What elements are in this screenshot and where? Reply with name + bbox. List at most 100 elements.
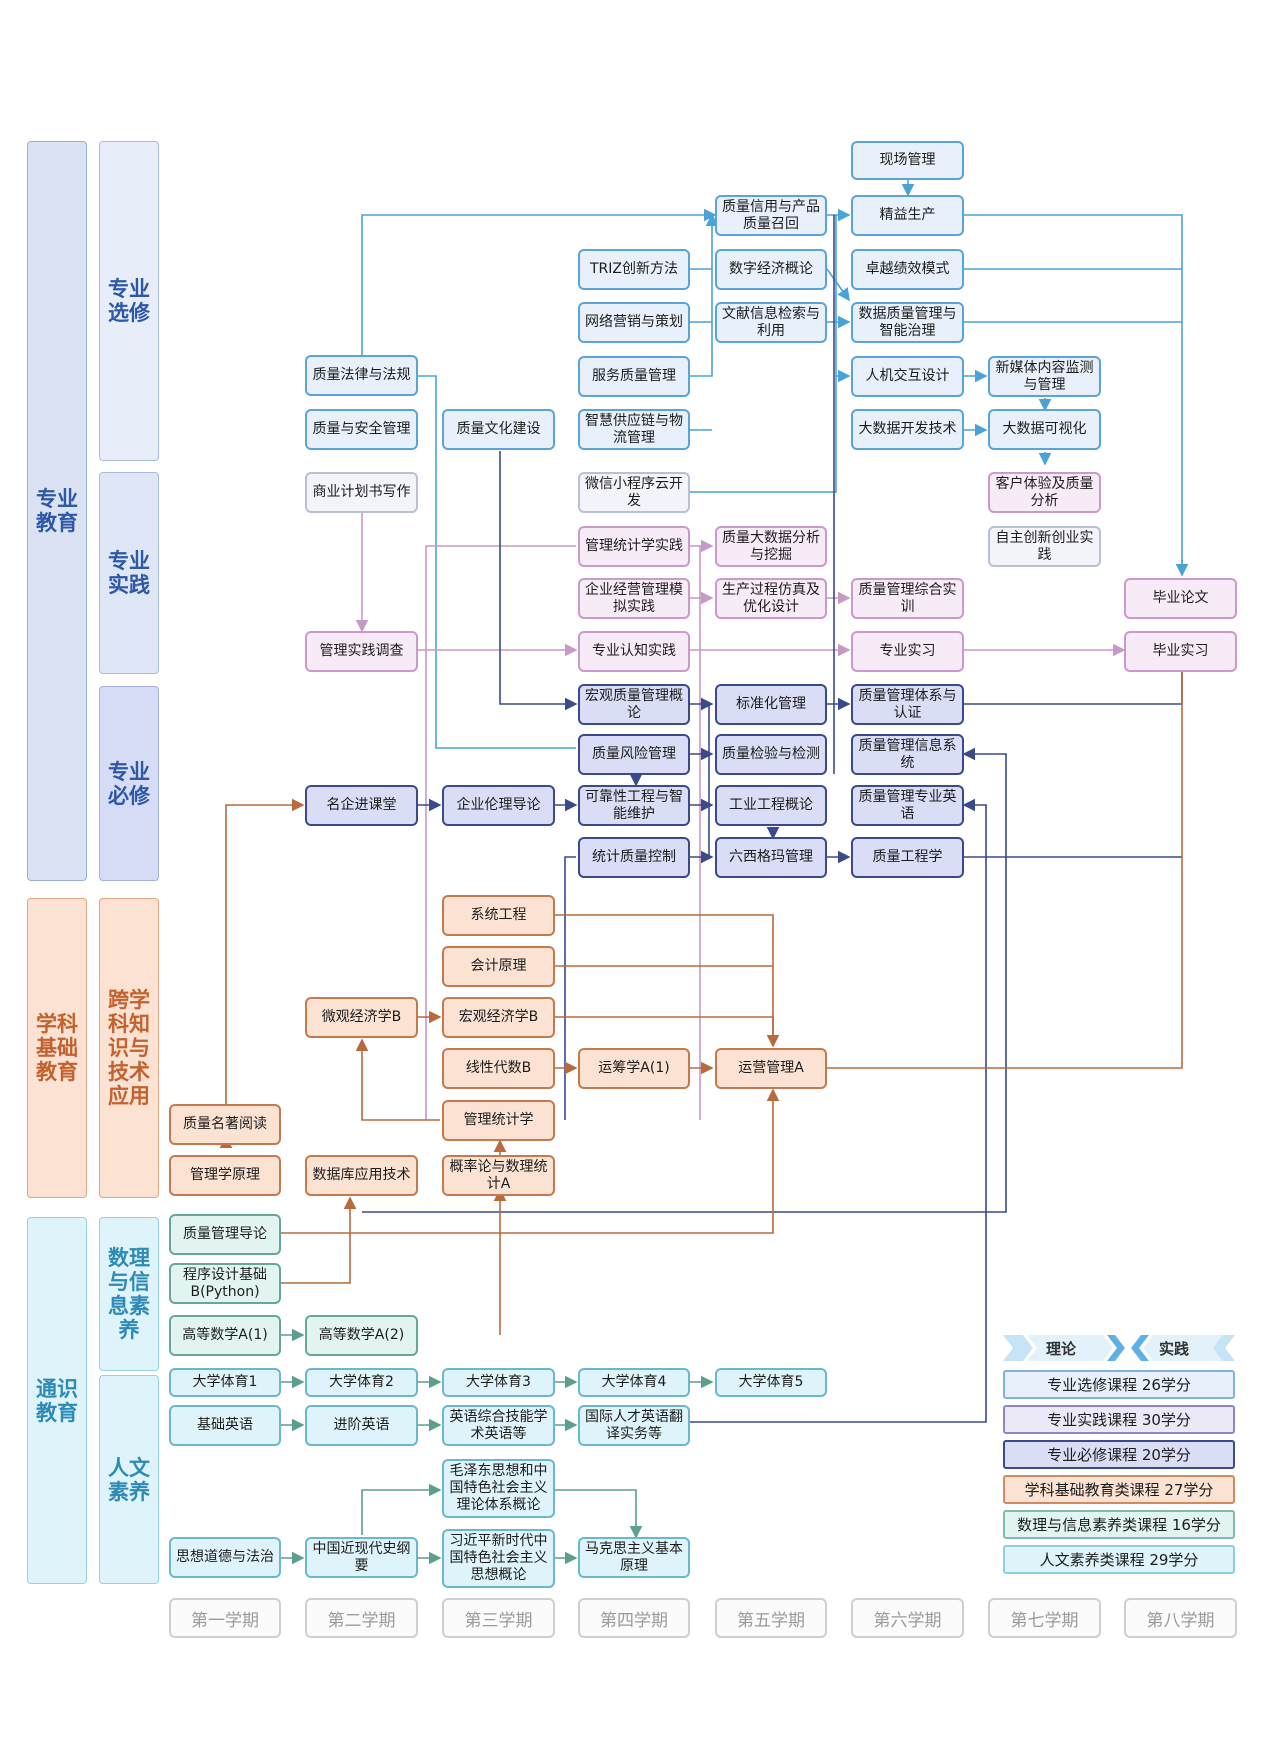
- course-jingying[interactable]: 企业经营管理模拟实践: [578, 578, 690, 619]
- course-makesi[interactable]: 马克思主义基本原理: [578, 1537, 690, 1578]
- course-lunwen[interactable]: 毕业论文: [1124, 578, 1237, 619]
- course-daolun[interactable]: 质量管理导论: [169, 1214, 281, 1255]
- course-chuangxin[interactable]: 自主创新创业实践: [988, 526, 1101, 567]
- course-wangluo[interactable]: 网络营销与策划: [578, 302, 690, 343]
- category-xuanxiu: 专业选修: [99, 141, 159, 461]
- semester-6: 第六学期: [851, 1598, 964, 1638]
- course-shujuku[interactable]: 数据库应用技术: [305, 1155, 418, 1196]
- semester-5: 第五学期: [715, 1598, 827, 1638]
- legend-humanities: 人文素养类课程 29学分: [1003, 1545, 1235, 1574]
- course-shuzi[interactable]: 数字经济概论: [715, 249, 827, 290]
- legend-foundation: 学科基础教育类课程 27学分: [1003, 1475, 1235, 1504]
- course-jihuashu[interactable]: 商业计划书写作: [305, 472, 418, 513]
- course-zonghe[interactable]: 质量管理综合实训: [851, 578, 964, 619]
- course-jindaishi[interactable]: 中国近现代史纲要: [305, 1537, 418, 1578]
- category-shijian: 专业实践: [99, 472, 159, 674]
- course-anquan[interactable]: 质量与安全管理: [305, 409, 418, 450]
- semester-3: 第三学期: [442, 1598, 555, 1638]
- course-yunchou[interactable]: 运筹学A(1): [578, 1048, 690, 1089]
- course-dashujukaifa[interactable]: 大数据开发技术: [851, 409, 964, 450]
- course-fangzhen[interactable]: 生产过程仿真及优化设计: [715, 578, 827, 619]
- course-wenxian[interactable]: 文献信息检索与利用: [715, 302, 827, 343]
- course-guoji[interactable]: 国际人才英语翻译实务等: [578, 1405, 690, 1446]
- course-kehu[interactable]: 客户体验及质量分析: [988, 472, 1101, 513]
- course-xi[interactable]: 习近平新时代中国特色社会主义思想概论: [442, 1529, 555, 1588]
- legend-arrows: [1003, 1335, 1235, 1361]
- course-jingyi[interactable]: 精益生产: [851, 195, 964, 236]
- course-shujuzhiliang[interactable]: 数据质量管理与智能治理: [851, 302, 964, 343]
- semester-7: 第七学期: [988, 1598, 1101, 1638]
- course-lunli[interactable]: 企业伦理导论: [442, 785, 555, 826]
- course-renzhi[interactable]: 专业认知实践: [578, 631, 690, 672]
- course-ty4[interactable]: 大学体育4: [578, 1368, 690, 1397]
- semester-8: 第八学期: [1124, 1598, 1237, 1638]
- course-guanlixue[interactable]: 管理学原理: [169, 1155, 281, 1196]
- course-ty3[interactable]: 大学体育3: [442, 1368, 555, 1397]
- category-bixiu: 专业必修: [99, 686, 159, 881]
- course-wenhua[interactable]: 质量文化建设: [442, 409, 555, 450]
- course-yunying[interactable]: 运营管理A: [715, 1048, 827, 1089]
- course-zonghejineng[interactable]: 英语综合技能学术英语等: [442, 1405, 555, 1446]
- course-ty2[interactable]: 大学体育2: [305, 1368, 418, 1397]
- course-renji[interactable]: 人机交互设计: [851, 356, 964, 397]
- course-chengxu[interactable]: 程序设计基础B(Python): [169, 1263, 281, 1304]
- course-biyeshixi[interactable]: 毕业实习: [1124, 631, 1237, 672]
- course-falv[interactable]: 质量法律与法规: [305, 355, 418, 396]
- course-xianxing[interactable]: 线性代数B: [442, 1048, 555, 1089]
- category-zhuanye: 专业教育: [27, 141, 87, 881]
- legend-theory-label: 理论: [1046, 1340, 1077, 1358]
- course-zhiliangxinyong[interactable]: 质量信用与产品质量召回: [715, 195, 827, 236]
- course-mao[interactable]: 毛泽东思想和中国特色社会主义理论体系概论: [442, 1459, 555, 1518]
- course-mingzhu[interactable]: 质量名著阅读: [169, 1104, 281, 1145]
- course-triz[interactable]: TRIZ创新方法: [578, 249, 690, 290]
- course-tixi[interactable]: 质量管理体系与认证: [851, 684, 964, 725]
- course-jichuyingyu[interactable]: 基础英语: [169, 1405, 281, 1446]
- course-zhuanyeshixi[interactable]: 专业实习: [851, 631, 964, 672]
- course-fenxiwajue[interactable]: 质量大数据分析与挖掘: [715, 526, 827, 567]
- course-ty1[interactable]: 大学体育1: [169, 1368, 281, 1397]
- course-zhuoyue[interactable]: 卓越绩效模式: [851, 249, 964, 290]
- course-mingqi[interactable]: 名企进课堂: [305, 785, 418, 826]
- course-gailv[interactable]: 概率论与数理统计A: [442, 1155, 555, 1196]
- course-gaoshu2[interactable]: 高等数学A(2): [305, 1315, 418, 1356]
- course-weiguan[interactable]: 微观经济学B: [305, 997, 418, 1038]
- course-liuxigema[interactable]: 六西格玛管理: [715, 837, 827, 878]
- semester-1: 第一学期: [169, 1598, 281, 1638]
- course-kuaiji[interactable]: 会计原理: [442, 946, 555, 987]
- course-xianchang[interactable]: 现场管理: [851, 141, 964, 180]
- course-weixin[interactable]: 微信小程序云开发: [578, 472, 690, 513]
- course-xitong[interactable]: 系统工程: [442, 895, 555, 936]
- semester-2: 第二学期: [305, 1598, 418, 1638]
- legend-required: 专业必修课程 20学分: [1003, 1440, 1235, 1469]
- legend-practice: 专业实践课程 30学分: [1003, 1405, 1235, 1434]
- legend-elective: 专业选修课程 26学分: [1003, 1370, 1235, 1399]
- course-gongchengxue[interactable]: 质量工程学: [851, 837, 964, 878]
- course-gongyinglian[interactable]: 智慧供应链与物流管理: [578, 409, 690, 450]
- course-diaocha[interactable]: 管理实践调查: [305, 631, 418, 672]
- legend-math-info: 数理与信息素养类课程 16学分: [1003, 1510, 1235, 1539]
- course-hongguan[interactable]: 宏观质量管理概论: [578, 684, 690, 725]
- course-gongye[interactable]: 工业工程概论: [715, 785, 827, 826]
- course-ty5[interactable]: 大学体育5: [715, 1368, 827, 1397]
- course-sixiang[interactable]: 思想道德与法治: [169, 1537, 281, 1578]
- course-tongjikongzhi[interactable]: 统计质量控制: [578, 837, 690, 878]
- semester-4: 第四学期: [578, 1598, 690, 1638]
- course-kekaoxing[interactable]: 可靠性工程与智能维护: [578, 785, 690, 826]
- course-biaozhun[interactable]: 标准化管理: [715, 684, 827, 725]
- course-xinxixitong[interactable]: 质量管理信息系统: [851, 734, 964, 775]
- category-tongshi: 通识教育: [27, 1217, 87, 1584]
- course-fuwu[interactable]: 服务质量管理: [578, 356, 690, 397]
- course-yingyu[interactable]: 质量管理专业英语: [851, 785, 964, 826]
- course-guanlitongji[interactable]: 管理统计学: [442, 1100, 555, 1141]
- course-keshihua[interactable]: 大数据可视化: [988, 409, 1101, 450]
- category-xueke: 学科基础教育: [27, 898, 87, 1198]
- category-shuli: 数理与信息素养: [99, 1217, 159, 1371]
- category-kuaxue: 跨学科知识与技术应用: [99, 898, 159, 1198]
- course-gaoshu1[interactable]: 高等数学A(1): [169, 1315, 281, 1356]
- course-fengxian[interactable]: 质量风险管理: [578, 734, 690, 775]
- course-xinmeiti[interactable]: 新媒体内容监测与管理: [988, 356, 1101, 397]
- course-jianyan[interactable]: 质量检验与检测: [715, 734, 827, 775]
- course-jinjie[interactable]: 进阶英语: [305, 1405, 418, 1446]
- course-tongjishijian[interactable]: 管理统计学实践: [578, 526, 690, 567]
- course-hongguanjingji[interactable]: 宏观经济学B: [442, 997, 555, 1038]
